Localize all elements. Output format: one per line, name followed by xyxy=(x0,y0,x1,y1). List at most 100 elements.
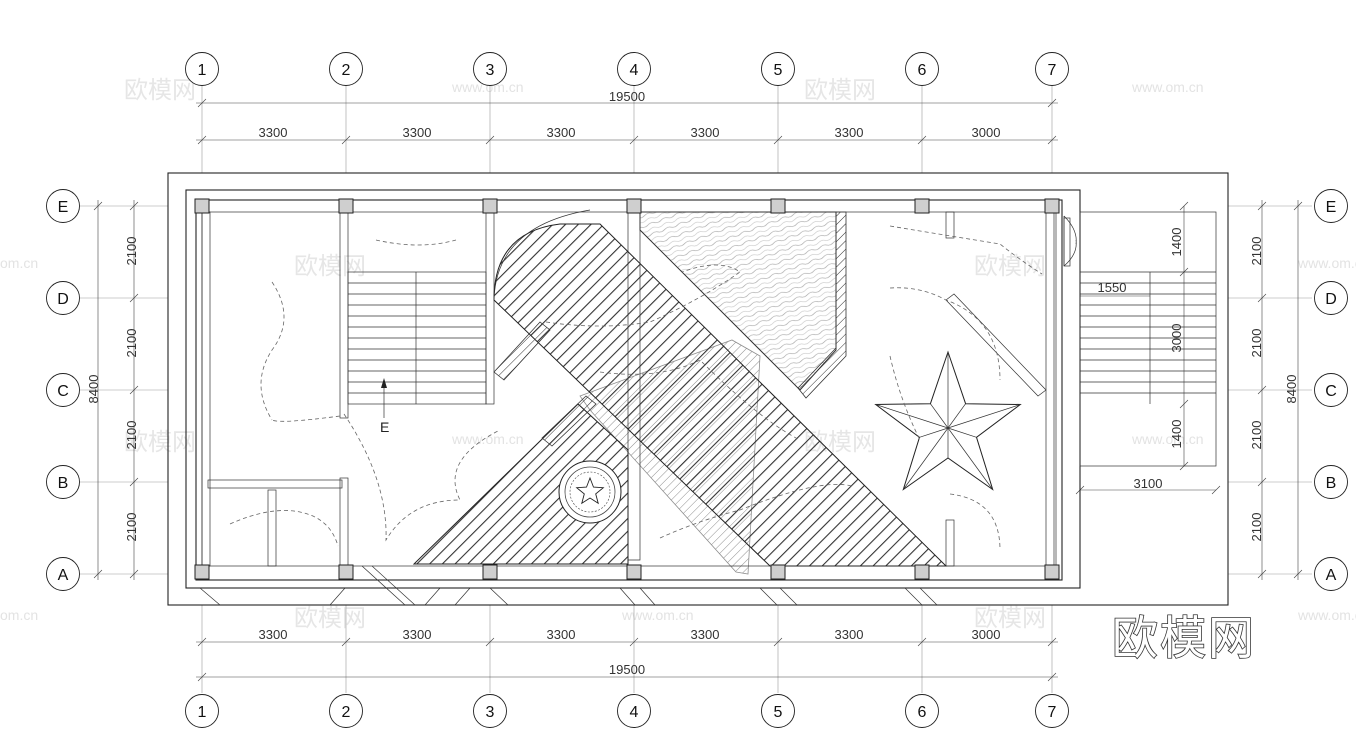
watermark-url: www.om.cn xyxy=(1131,79,1204,95)
span-dim-bottom: 3300 xyxy=(691,627,720,642)
watermark-text: 欧模网 xyxy=(124,76,196,104)
axis-label: A xyxy=(58,567,69,584)
column xyxy=(482,198,498,214)
axis-bubble xyxy=(1314,557,1348,591)
column xyxy=(914,198,930,214)
axis-bubble xyxy=(46,373,80,407)
watermark-url: www.om.cn xyxy=(621,607,694,623)
dim-tick xyxy=(1257,477,1267,487)
span-dim-top: 3300 xyxy=(691,125,720,140)
star-ray xyxy=(875,404,949,429)
wood-panel-border xyxy=(797,211,847,399)
axis-bubble xyxy=(1035,52,1069,86)
axis-label: B xyxy=(58,475,69,492)
annex-dim-upper: 1400 xyxy=(1169,228,1184,257)
axis-bubble xyxy=(46,557,80,591)
axis-label: B xyxy=(1326,475,1337,492)
axis-label: 7 xyxy=(1048,62,1057,79)
dim-tick xyxy=(1293,201,1303,211)
axis-bubble xyxy=(905,52,939,86)
axis-label: 2 xyxy=(342,62,351,79)
span-dim-bottom: 3300 xyxy=(403,627,432,642)
watermark-text: 欧模网 xyxy=(124,428,196,456)
dimension-lines xyxy=(93,98,1303,682)
dim-tick xyxy=(341,135,351,145)
axis-bubble xyxy=(761,694,795,728)
axis-label: 7 xyxy=(1048,704,1057,721)
axis-label: 1 xyxy=(198,62,207,79)
axis-bubble xyxy=(46,281,80,315)
span-dim-left: 2100 xyxy=(124,329,139,358)
axis-label: A xyxy=(1326,567,1337,584)
annex-dim-lower: 1400 xyxy=(1169,420,1184,449)
annex-dim-width-top: 1550 xyxy=(1098,280,1127,295)
dim-tick xyxy=(129,201,139,211)
axis-label: 3 xyxy=(486,62,495,79)
dim-tick xyxy=(1257,293,1267,303)
axis-bubble xyxy=(1314,373,1348,407)
dim-tick xyxy=(485,637,495,647)
structural-columns xyxy=(194,198,1060,580)
axis-bubble xyxy=(1314,465,1348,499)
column xyxy=(1044,198,1060,214)
dim-tick xyxy=(1179,399,1189,409)
column xyxy=(482,564,498,580)
axis-label: E xyxy=(1326,199,1337,216)
watermark-text: 欧模网 xyxy=(974,252,1046,280)
dim-tick xyxy=(1257,201,1267,211)
column xyxy=(914,564,930,580)
dim-tick xyxy=(1257,569,1267,579)
axis-bubble xyxy=(1035,694,1069,728)
total-dim-right: 8400 xyxy=(1284,375,1299,404)
column xyxy=(770,198,786,214)
watermark-url: om.cn xyxy=(0,255,38,271)
star-ray xyxy=(930,403,949,429)
axis-label: 5 xyxy=(774,704,783,721)
axis-label: D xyxy=(1325,291,1337,308)
dim-tick xyxy=(917,135,927,145)
axis-bubble xyxy=(46,465,80,499)
column xyxy=(770,564,786,580)
span-dim-top: 3300 xyxy=(547,125,576,140)
star-ray xyxy=(947,427,993,490)
star-ray xyxy=(947,403,966,429)
watermark-text: 欧模网 xyxy=(294,252,366,280)
slab-outline xyxy=(167,172,1229,606)
column xyxy=(1044,564,1060,580)
span-dim-top: 3300 xyxy=(259,125,288,140)
axis-label: 4 xyxy=(630,62,639,79)
dim-tick xyxy=(197,98,207,108)
watermarks: 欧模网 欧模网 欧模网 欧模网 欧模网 欧模网 欧模网 欧模网 www.om.c… xyxy=(0,76,1356,632)
lighting-circuits xyxy=(229,225,1043,551)
dim-tick xyxy=(1179,201,1189,211)
axis-bubble xyxy=(473,52,507,86)
axis-bubble xyxy=(185,52,219,86)
axis-label: 3 xyxy=(486,704,495,721)
span-dim-right: 2100 xyxy=(1249,513,1264,542)
axis-label: 6 xyxy=(918,62,927,79)
span-dim-right: 2100 xyxy=(1249,421,1264,450)
span-dim-top: 3300 xyxy=(403,125,432,140)
axis-bubble xyxy=(329,52,363,86)
total-dim-top: 19500 xyxy=(609,89,645,104)
dim-tick xyxy=(629,637,639,647)
column xyxy=(194,564,210,580)
axis-bubble xyxy=(1314,189,1348,223)
span-dim-bottom: 3300 xyxy=(547,627,576,642)
span-dim-left: 2100 xyxy=(124,237,139,266)
entrance-stair-annex xyxy=(1063,211,1217,467)
triangle-edge-strip xyxy=(541,395,597,447)
dim-tick xyxy=(773,637,783,647)
span-dim-bottom: 3000 xyxy=(972,627,1001,642)
star-ray xyxy=(947,427,977,438)
dim-tick xyxy=(917,637,927,647)
dim-tick xyxy=(485,135,495,145)
dim-tick xyxy=(197,672,207,682)
span-dim-bottom: 3300 xyxy=(259,627,288,642)
span-dim-top: 3300 xyxy=(835,125,864,140)
star-ceiling-feature xyxy=(874,350,1022,491)
watermark-text: 欧模网 xyxy=(294,604,366,632)
dim-tick xyxy=(197,135,207,145)
dim-tick xyxy=(93,569,103,579)
